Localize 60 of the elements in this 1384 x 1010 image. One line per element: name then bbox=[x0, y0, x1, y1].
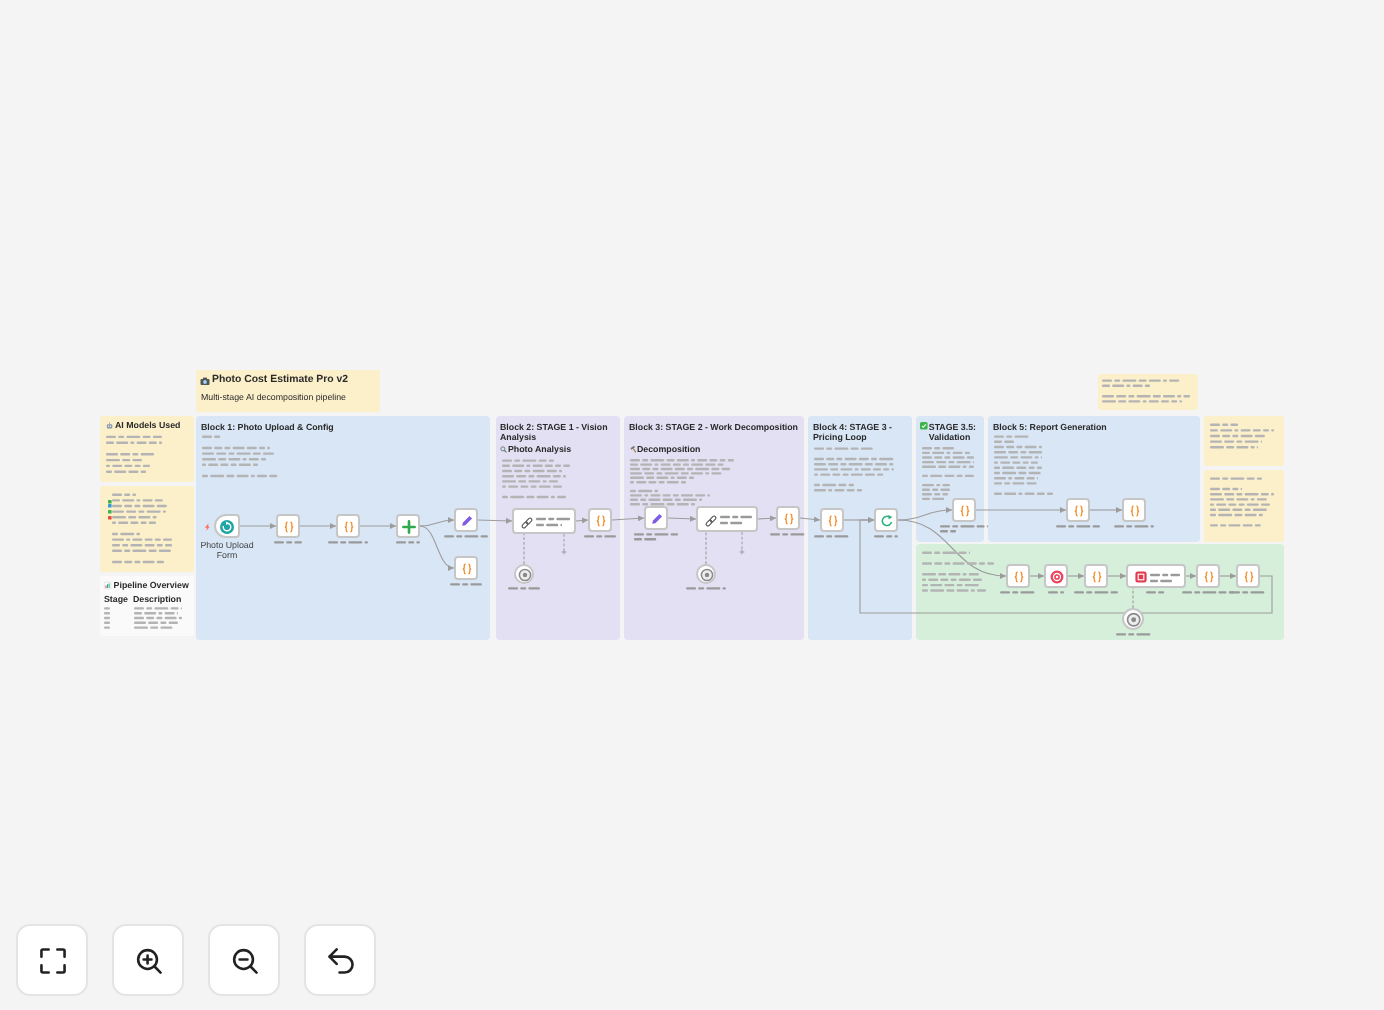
sticky-note bbox=[100, 486, 194, 572]
connector-line bbox=[705, 531, 707, 565]
connector-line bbox=[1132, 587, 1134, 609]
connector-arrow bbox=[799, 516, 821, 523]
connector-arrow bbox=[239, 523, 277, 529]
connector-arrow bbox=[359, 523, 397, 529]
connector-arrow bbox=[667, 515, 697, 522]
group-panel bbox=[196, 416, 490, 640]
group-panel bbox=[496, 416, 620, 640]
connector-arrow bbox=[611, 515, 645, 522]
workflow-node bbox=[1066, 498, 1090, 522]
group-panel bbox=[916, 544, 1284, 640]
connector-arrow bbox=[1029, 573, 1045, 579]
connector-arrow bbox=[757, 515, 777, 522]
sticky-note bbox=[100, 416, 194, 482]
group-panel bbox=[624, 416, 804, 640]
sticky-note bbox=[1204, 470, 1284, 542]
sticky-note bbox=[196, 370, 380, 412]
connector-arrow bbox=[419, 525, 455, 570]
workflow-node bbox=[276, 514, 300, 538]
connector-arrow bbox=[1067, 573, 1085, 579]
workflow-node bbox=[336, 514, 360, 538]
trigger-node bbox=[214, 514, 240, 538]
connector-arrow bbox=[1107, 573, 1127, 579]
workflow-node bbox=[1122, 498, 1146, 522]
workflow-node bbox=[1196, 564, 1220, 588]
workflow-node bbox=[874, 508, 898, 532]
workflow-node bbox=[696, 506, 758, 532]
workflow-node bbox=[512, 508, 576, 534]
connector-arrow bbox=[477, 517, 513, 524]
workflow-node bbox=[644, 506, 668, 530]
workflow-node bbox=[1084, 564, 1108, 588]
connector-line bbox=[523, 533, 525, 565]
connector-arrow bbox=[975, 507, 1067, 513]
connector-arrow bbox=[419, 517, 455, 527]
sticky-note bbox=[1098, 374, 1198, 410]
workflow-node bbox=[1006, 564, 1030, 588]
workflow-node bbox=[776, 506, 800, 530]
connector-arrow bbox=[859, 517, 1273, 614]
workflow-node bbox=[952, 498, 976, 522]
workflow-node bbox=[1126, 564, 1186, 588]
connector-arrow bbox=[1089, 507, 1123, 513]
sticky-note bbox=[100, 576, 194, 636]
connector-arrow bbox=[897, 507, 953, 521]
workflow-node bbox=[454, 508, 478, 532]
connector-arrow bbox=[1185, 573, 1197, 579]
sticky-note bbox=[1204, 416, 1284, 466]
connector-arrow bbox=[1219, 573, 1237, 579]
connector-arrow bbox=[299, 523, 337, 529]
workflow-node bbox=[588, 508, 612, 532]
connector-arrow bbox=[575, 517, 589, 524]
workflow-node bbox=[454, 556, 478, 580]
workflow-node bbox=[1044, 564, 1068, 588]
group-panel bbox=[808, 416, 912, 640]
group-panel bbox=[988, 416, 1200, 542]
connector-arrow bbox=[897, 519, 1007, 579]
group-panel bbox=[916, 416, 984, 542]
workflow-node bbox=[396, 514, 420, 538]
workflow-node bbox=[820, 508, 844, 532]
workflow-node bbox=[1236, 564, 1260, 588]
